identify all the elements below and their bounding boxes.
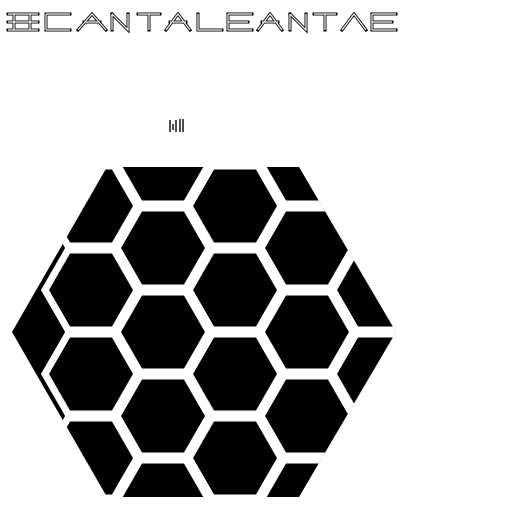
header-wordmark-logo bbox=[6, 11, 398, 34]
honeycomb-cell-gaps bbox=[40, 167, 396, 497]
honeycomb-hexagon-icon bbox=[12, 167, 396, 497]
header-wordmark-highlight bbox=[8, 13, 396, 32]
small-bracket-glyph-icon bbox=[169, 119, 184, 132]
